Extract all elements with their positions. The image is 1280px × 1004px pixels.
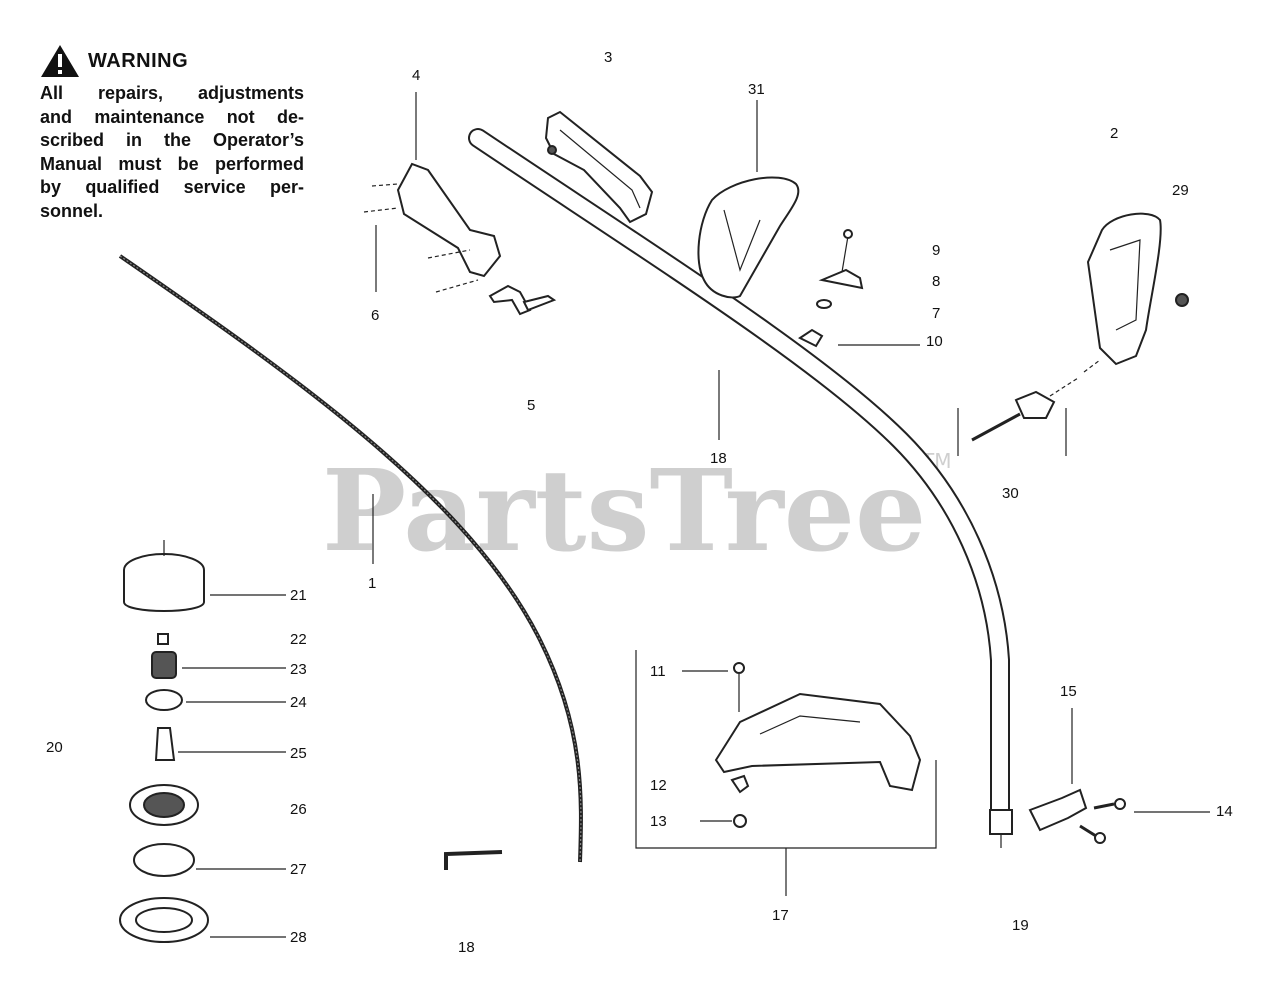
part-label-14: 14: [1216, 803, 1233, 820]
trimmer-head-stack: [119, 540, 286, 943]
part-label-7: 7: [932, 305, 940, 322]
part-label-27: 27: [290, 861, 307, 878]
part-label-13: 13: [650, 813, 667, 830]
part-label-28: 28: [290, 929, 307, 946]
part-label-26: 26: [290, 801, 307, 818]
warning-line: by qualified service per-: [40, 177, 304, 197]
loop-handle-part: [697, 100, 800, 299]
part-label-19: 19: [1012, 917, 1029, 934]
part-label-18: 18: [710, 450, 727, 467]
part-label-4: 4: [412, 67, 420, 84]
part-label-30: 30: [1002, 485, 1019, 502]
engine-handle-part: [1083, 212, 1189, 373]
warning-notice: WARNING All repairs, adjustments and mai…: [40, 44, 304, 223]
part-label-3: 3: [604, 49, 612, 66]
part-label-10: 10: [926, 333, 943, 350]
warning-line: and maintenance not de-: [40, 106, 304, 127]
warning-line: sonnel.: [40, 200, 104, 221]
part-label-5: 5: [527, 397, 535, 414]
part-label-23: 23: [290, 661, 307, 678]
warning-heading: WARNING: [40, 44, 304, 78]
part-label-20: 20: [46, 739, 63, 756]
watermark-text: PartsTree: [322, 446, 926, 577]
warning-line: Manual must be performed: [40, 153, 304, 174]
part-label-15: 15: [1060, 683, 1077, 700]
part-label-6: 6: [371, 307, 379, 324]
part-label-18-wrench: 18: [458, 939, 475, 956]
guard-assembly-part: [635, 650, 937, 896]
shaft-clamp-part: [1028, 708, 1210, 844]
part-label-24: 24: [290, 694, 307, 711]
warning-line: All repairs, adjustments: [40, 83, 304, 103]
hex-wrench-part: [444, 850, 503, 870]
part-label-21: 21: [290, 587, 307, 604]
throttle-bolt-part: [957, 377, 1079, 456]
handle-bracket-part: [544, 110, 654, 224]
part-label-8: 8: [932, 273, 940, 290]
part-label-25: 25: [290, 745, 307, 762]
clamp-hardware-part: [798, 229, 920, 348]
part-label-31: 31: [748, 81, 765, 98]
part-label-9: 9: [932, 242, 940, 259]
part-label-11: 11: [650, 663, 666, 680]
part-label-29: 29: [1172, 182, 1189, 199]
drive-shaft-tube-part: [468, 128, 1013, 848]
warning-line: scribed in the Operator’s: [40, 130, 304, 150]
warning-title: WARNING: [88, 49, 189, 72]
warning-text: All repairs, adjustments and maintenance…: [40, 82, 304, 223]
flex-cable-part: [118, 254, 583, 863]
handle-housing-part: [363, 92, 557, 316]
part-label-1: 1: [368, 575, 376, 592]
part-label-17: 17: [772, 907, 789, 924]
part-label-12: 12: [650, 777, 667, 794]
part-label-2: 2: [1110, 125, 1118, 142]
warning-triangle-icon: [41, 45, 79, 77]
part-label-22: 22: [290, 631, 307, 648]
